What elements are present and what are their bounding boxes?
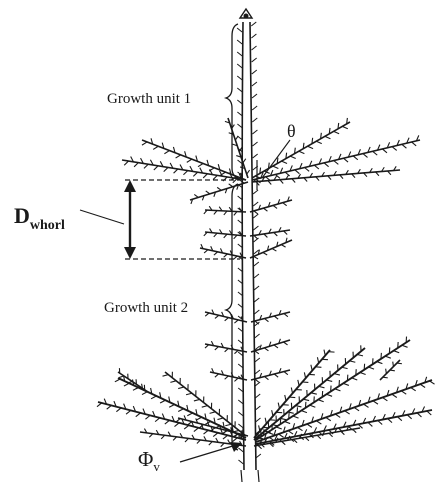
growth-unit-2-label: Growth unit 2 <box>104 300 188 316</box>
branch <box>252 118 350 178</box>
branch <box>97 399 246 442</box>
d-whorl-label: Dwhorl <box>14 203 65 233</box>
trunk-needles <box>237 22 261 464</box>
phi-v-marker <box>180 442 242 462</box>
branch <box>142 138 246 180</box>
branch <box>252 166 400 185</box>
growth-unit-1-label: Growth unit 1 <box>107 91 191 107</box>
phi-v-main: Φ <box>138 447 153 471</box>
arrow-icon <box>230 442 242 452</box>
branch <box>122 157 246 183</box>
arrow-down-icon <box>124 247 136 259</box>
d-whorl-subscript: whorl <box>30 218 65 233</box>
branch <box>225 118 250 178</box>
branch <box>205 310 247 324</box>
d-whorl-main: D <box>14 203 30 228</box>
branches <box>97 118 435 449</box>
branch <box>190 180 248 204</box>
branch <box>251 368 290 382</box>
branch <box>250 227 290 239</box>
phi-v-subscript: v <box>153 459 160 474</box>
branch <box>250 238 292 259</box>
branch <box>210 368 247 381</box>
branch <box>251 339 290 354</box>
branch <box>380 360 402 380</box>
branch <box>256 377 435 444</box>
branch <box>250 197 292 214</box>
phi-v-label: Φv <box>138 447 160 474</box>
theta-label: θ <box>287 121 296 141</box>
branch <box>176 415 248 436</box>
arrow-up-icon <box>124 180 136 192</box>
branch <box>204 206 246 215</box>
branch <box>205 341 247 354</box>
apical-bud <box>240 9 252 19</box>
